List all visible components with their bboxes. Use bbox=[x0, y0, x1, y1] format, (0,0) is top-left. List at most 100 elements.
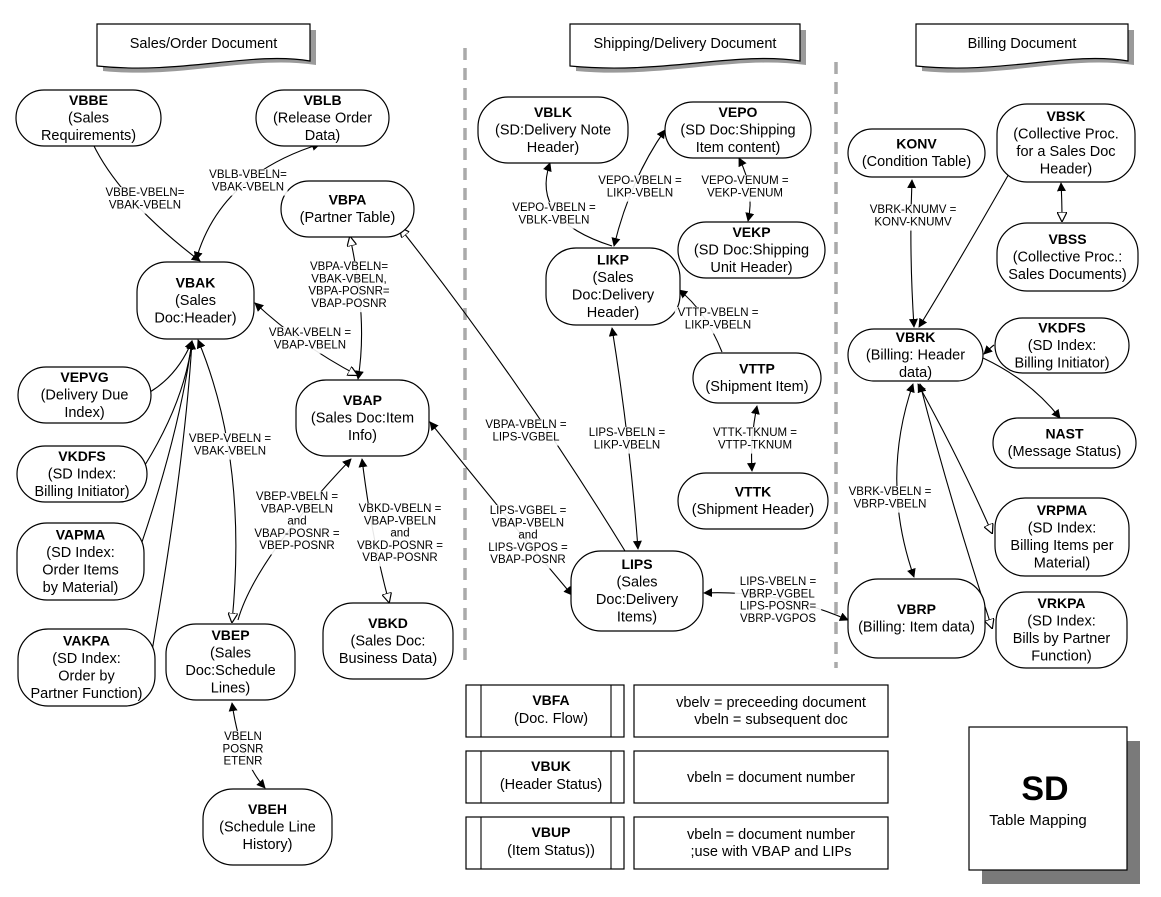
node-shape bbox=[16, 522, 145, 601]
legend-key-description: vbeln = document number bbox=[687, 827, 855, 843]
node-description-line: (SD Doc:Shipping bbox=[680, 122, 795, 138]
node-title: VEPVG bbox=[60, 369, 108, 385]
table-node-konv: KONV(Condition Table) bbox=[847, 128, 986, 178]
node-description-line: (Partner Table) bbox=[300, 210, 396, 226]
legend-key-description: vbeln = document number bbox=[687, 770, 855, 786]
edge-label-vbpa-lips: VBPA-VBELN =LIPS-VGBEL bbox=[482, 419, 570, 446]
node-title: VAKPA bbox=[63, 633, 110, 649]
node-title: VTTK bbox=[735, 484, 772, 500]
node-shape bbox=[677, 221, 826, 279]
node-title: LIPS bbox=[621, 556, 652, 572]
node-shape bbox=[17, 628, 156, 707]
node-description-line: Doc:Delivery bbox=[596, 592, 679, 608]
node-title: VEKP bbox=[732, 224, 770, 240]
legend-table-desc: (Header Status) bbox=[500, 777, 602, 793]
edge-label-line: and bbox=[390, 528, 409, 540]
edge-label-lips-vbrp: LIPS-VBELN =VBRP-VGBELLIPS-POSNR=VBRP-VG… bbox=[734, 576, 822, 628]
node-shape bbox=[570, 550, 704, 632]
node-title: VTTP bbox=[739, 361, 775, 377]
table-node-vttk: VTTK(Shipment Header) bbox=[677, 472, 829, 530]
section-title: Sales/Order Document bbox=[130, 36, 277, 52]
node-description-line: Item content) bbox=[696, 140, 781, 156]
edge-label-line: VEKP-VENUM bbox=[707, 187, 783, 199]
node-description-line: (SD Index: bbox=[46, 545, 115, 561]
edge-label-vepo-likp: VEPO-VBELN =LIKP-VBELN bbox=[596, 175, 684, 202]
node-shape bbox=[280, 180, 415, 238]
node-shape bbox=[994, 317, 1130, 374]
node-title: VBSK bbox=[1047, 108, 1086, 124]
node-shape bbox=[847, 128, 986, 178]
edge-label-lips-likp: LIPS-VBELN =LIKP-VBELN bbox=[583, 427, 671, 454]
edge-label-line: VBEP-VBELN = bbox=[256, 491, 338, 503]
node-description-line: (SD Doc:Shipping bbox=[694, 242, 809, 258]
node-description-line: Header) bbox=[587, 305, 639, 321]
edge-vbrk-konv bbox=[907, 179, 918, 328]
node-description-line: Sales Documents) bbox=[1008, 267, 1126, 283]
legend-row-vbfa: VBFA(Doc. Flow)vbelv = preceeding docume… bbox=[465, 684, 889, 738]
node-title: LIKP bbox=[597, 252, 629, 268]
node-description-line: (SD Index: bbox=[1028, 338, 1097, 354]
node-description-line: (Condition Table) bbox=[862, 154, 971, 170]
sd-badge-title: SD bbox=[1021, 770, 1068, 808]
node-description-line: Lines) bbox=[211, 681, 251, 697]
edge-label-line: LIPS-VGBEL = bbox=[490, 505, 567, 517]
table-node-vbpa: VBPA(Partner Table) bbox=[280, 180, 415, 238]
edge-vkdfs2-vbrk bbox=[983, 344, 995, 355]
node-shape bbox=[545, 247, 681, 326]
table-node-vkdfs2: VKDFS(SD Index:Billing Initiator) bbox=[994, 317, 1130, 374]
node-description-line: (Schedule Line bbox=[219, 819, 316, 835]
node-title: VBEH bbox=[248, 801, 287, 817]
edge-label-vbrk-vbrp: VBRK-VBELN =VBRP-VBELN bbox=[846, 486, 934, 513]
node-description-line: (Collective Proc.: bbox=[1013, 249, 1123, 265]
table-node-vbss: VBSS(Collective Proc.:Sales Documents) bbox=[996, 222, 1139, 292]
edge-vbpa-vbap bbox=[350, 237, 362, 379]
edge-label-line: VBPA-VBELN= bbox=[310, 261, 388, 273]
node-description-line: by Material) bbox=[43, 580, 119, 596]
node-shape bbox=[996, 103, 1136, 183]
node-description-line: Billing Initiator) bbox=[1014, 355, 1109, 371]
node-description-line: (Message Status) bbox=[1008, 444, 1122, 460]
edge-label-line: LIPS-VGPOS = bbox=[488, 542, 568, 554]
node-description-line: (Sales Doc:Item bbox=[311, 410, 414, 426]
edge-label-line: VBAP-VBELN bbox=[261, 503, 333, 515]
node-shape bbox=[17, 366, 152, 424]
legend-table-name: VBFA bbox=[532, 692, 569, 708]
node-description-line: Partner Function) bbox=[30, 686, 142, 702]
node-description-line: Index) bbox=[64, 405, 104, 421]
node-description-line: Business Data) bbox=[339, 651, 437, 667]
node-shape bbox=[202, 788, 333, 866]
sd-badge: SD Table Mapping bbox=[968, 726, 1140, 884]
node-title: VAPMA bbox=[56, 527, 106, 543]
node-description-line: (Sales bbox=[68, 110, 109, 126]
relationship-labels: VBBE-VBELN=VBAK-VBELNVBLB-VBELN=VBAK-VBE… bbox=[105, 169, 957, 770]
edge-label-line: VBRP-VGBEL bbox=[741, 588, 815, 600]
node-description-line: (Shipment Item) bbox=[705, 379, 808, 395]
legend-table-name: VBUK bbox=[531, 758, 571, 774]
node-title: VBAK bbox=[176, 274, 216, 290]
node-title: VKDFS bbox=[58, 448, 105, 464]
edge-label-line: LIKP-VBELN bbox=[607, 187, 673, 199]
edge-label-line: VBKD-VBELN = bbox=[359, 503, 442, 515]
node-shape bbox=[847, 578, 986, 659]
edge-label-line: POSNR bbox=[223, 743, 264, 755]
edge-label-line: and bbox=[287, 516, 306, 528]
node-description-line: Billing Initiator) bbox=[34, 484, 129, 500]
node-title: VEPO bbox=[719, 104, 758, 120]
edge-label-vttk-vttp: VTTK-TKNUM =VTTP-TKNUM bbox=[711, 427, 799, 454]
legend-key-description: vbeln = subsequent doc bbox=[694, 712, 848, 728]
